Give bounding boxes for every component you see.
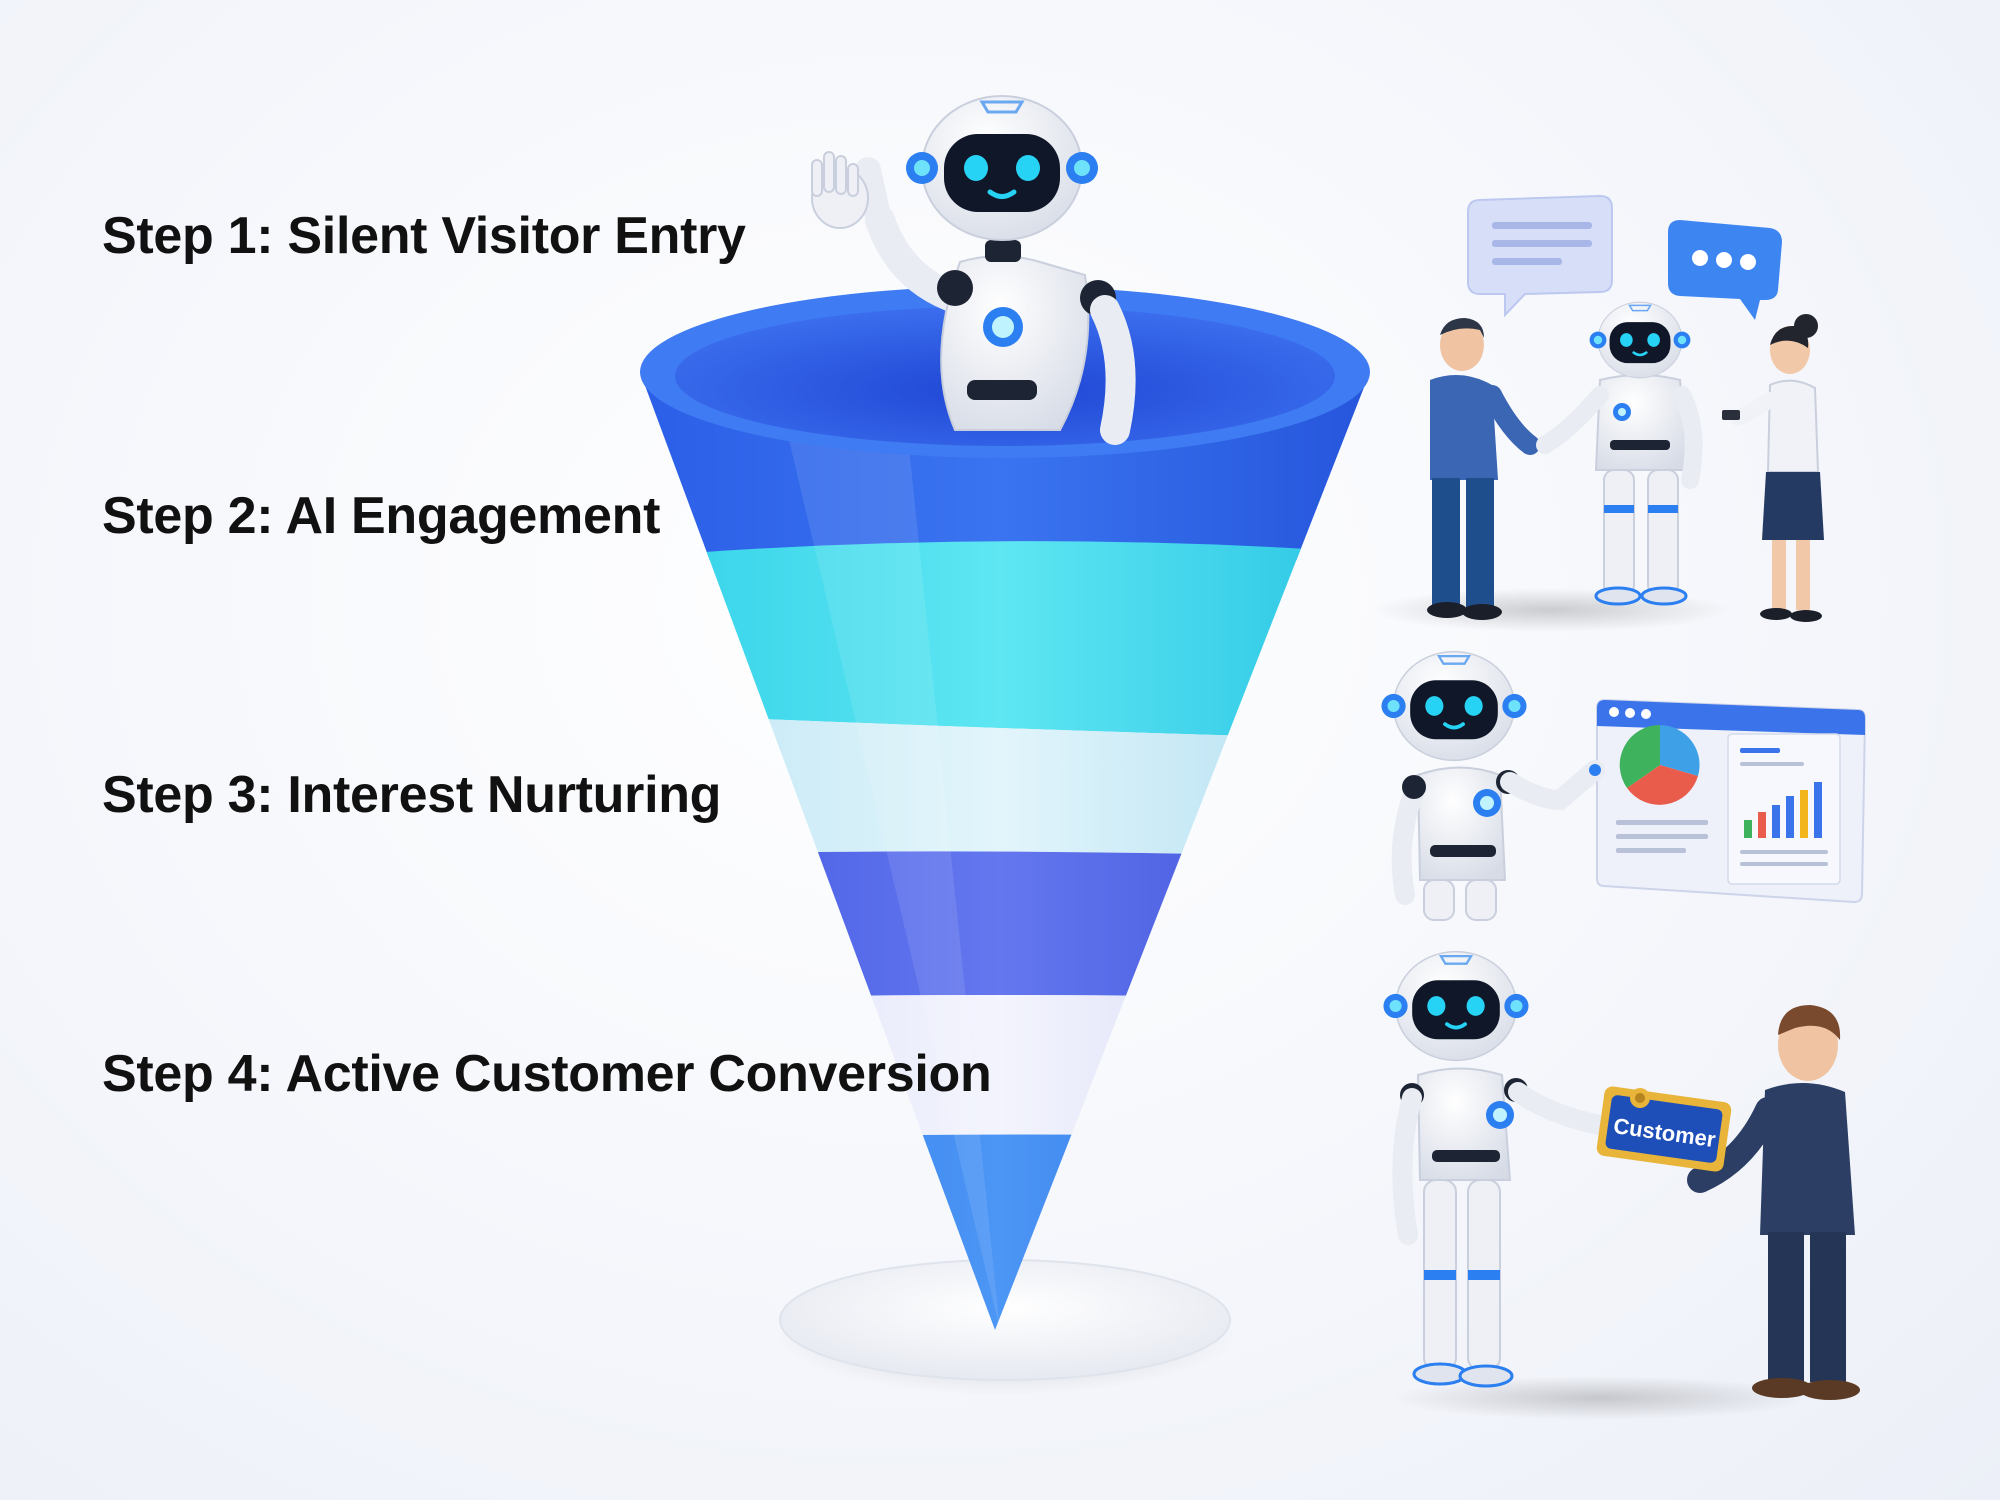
bar-chart-icon (1744, 782, 1822, 838)
robot-icon (1381, 949, 1610, 1388)
funnel-layer-2 (640, 541, 1370, 740)
step-3-label: Step 3: Interest Nurturing (102, 766, 722, 824)
funnel-layer-4 (640, 851, 1370, 1000)
customer-badge-icon: Customer (1596, 1086, 1732, 1172)
robot-icon (1536, 300, 1703, 606)
robot-icon (1379, 649, 1605, 921)
chat-bubble-icon (1467, 194, 1613, 318)
step-4-label: Step 4: Active Customer Conversion (102, 1045, 992, 1103)
pie-chart-icon (1619, 724, 1700, 805)
step-1-label: Step 1: Silent Visitor Entry (102, 207, 746, 265)
panel-interest-nurturing (1379, 649, 1867, 921)
funnel-tip (640, 1134, 1370, 1330)
step-2-label: Step 2: AI Engagement (102, 487, 661, 545)
waving-hand-icon (811, 151, 869, 229)
businessman-icon (1687, 1005, 1860, 1400)
panel-ai-engagement (1370, 194, 1824, 632)
robot-icon (811, 96, 1136, 445)
panel-customer-conversion: Customer (1381, 949, 1860, 1420)
chat-bubble-icon (1668, 220, 1782, 320)
funnel-icon (640, 286, 1370, 1395)
businessman-icon (1427, 318, 1540, 620)
dashboard-icon (1596, 698, 1867, 904)
businesswoman-icon (1722, 314, 1824, 622)
